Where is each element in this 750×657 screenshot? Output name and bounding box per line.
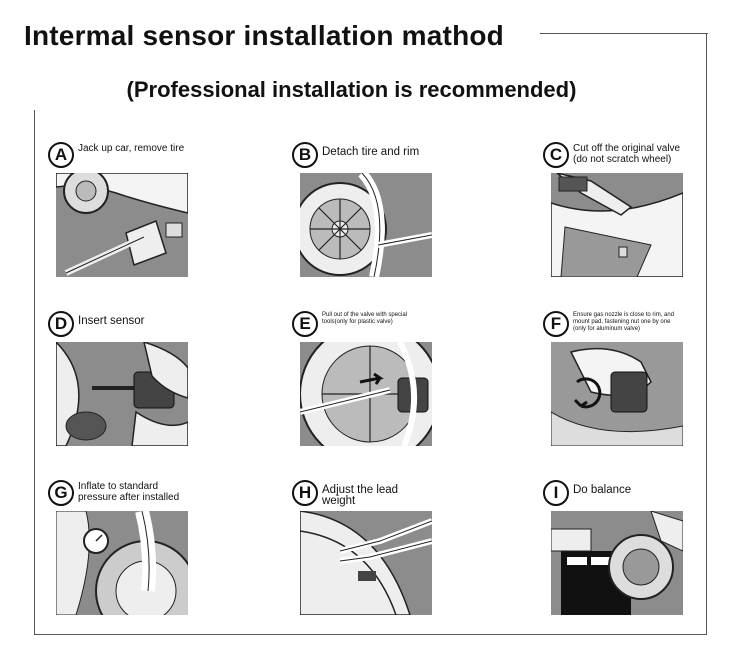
step-b-caption: Detach tire and rim (322, 146, 420, 158)
step-h-caption: Adjust the lead weight (322, 484, 399, 507)
valve-puller-icon (300, 342, 432, 446)
nut-fastening-icon (551, 342, 683, 446)
step-i-badge: I (543, 480, 569, 506)
step-c-badge: C (543, 142, 569, 168)
step-b: B Detach tire and rim (292, 142, 432, 312)
step-d-caption: Insert sensor (78, 315, 145, 327)
page-title: Intermal sensor installation mathod (24, 20, 504, 51)
step-g: G Inflate to standard pressure after ins… (48, 480, 188, 650)
inflate-gauge-icon (56, 511, 188, 615)
step-h-badge: H (292, 480, 318, 506)
step-f-badge: F (543, 311, 569, 337)
page-subtitle: (Professional installation is recommende… (126, 77, 577, 102)
step-a: A Jack up car, remove tire (48, 142, 188, 312)
step-i-caption: Do balance (573, 484, 632, 496)
step-c: C Cut off the original valve (do not scr… (543, 142, 683, 312)
step-d: D Insert sensor (48, 311, 188, 481)
step-e-badge: E (292, 311, 318, 337)
car-jack-icon (56, 173, 188, 277)
content-frame (34, 33, 707, 635)
tire-removal-icon (300, 173, 432, 277)
step-c-caption: Cut off the original valve (do not scrat… (573, 143, 681, 165)
step-b-badge: B (292, 142, 318, 168)
title-rule (540, 33, 708, 34)
step-g-caption: Inflate to standard pressure after insta… (78, 481, 180, 503)
step-f: F Ensure gas nozzle is close to rim, and… (543, 311, 683, 481)
step-h: H Adjust the lead weight (292, 480, 432, 650)
balancing-machine-icon (551, 511, 683, 615)
step-d-badge: D (48, 311, 74, 337)
lead-weight-pliers-icon (300, 511, 432, 615)
sensor-insert-icon (56, 342, 188, 446)
step-e-caption: Pull out of the valve with special tools… (322, 312, 408, 325)
step-g-badge: G (48, 480, 74, 506)
step-a-badge: A (48, 142, 74, 168)
step-a-caption: Jack up car, remove tire (78, 143, 185, 154)
content-frame-left-edge (34, 110, 35, 635)
step-i: I Do balance (543, 480, 683, 650)
step-f-caption: Ensure gas nozzle is close to rim, and m… (573, 312, 675, 332)
valve-cutter-icon (551, 173, 683, 277)
step-e: E Pull out of the valve with special too… (292, 311, 432, 481)
